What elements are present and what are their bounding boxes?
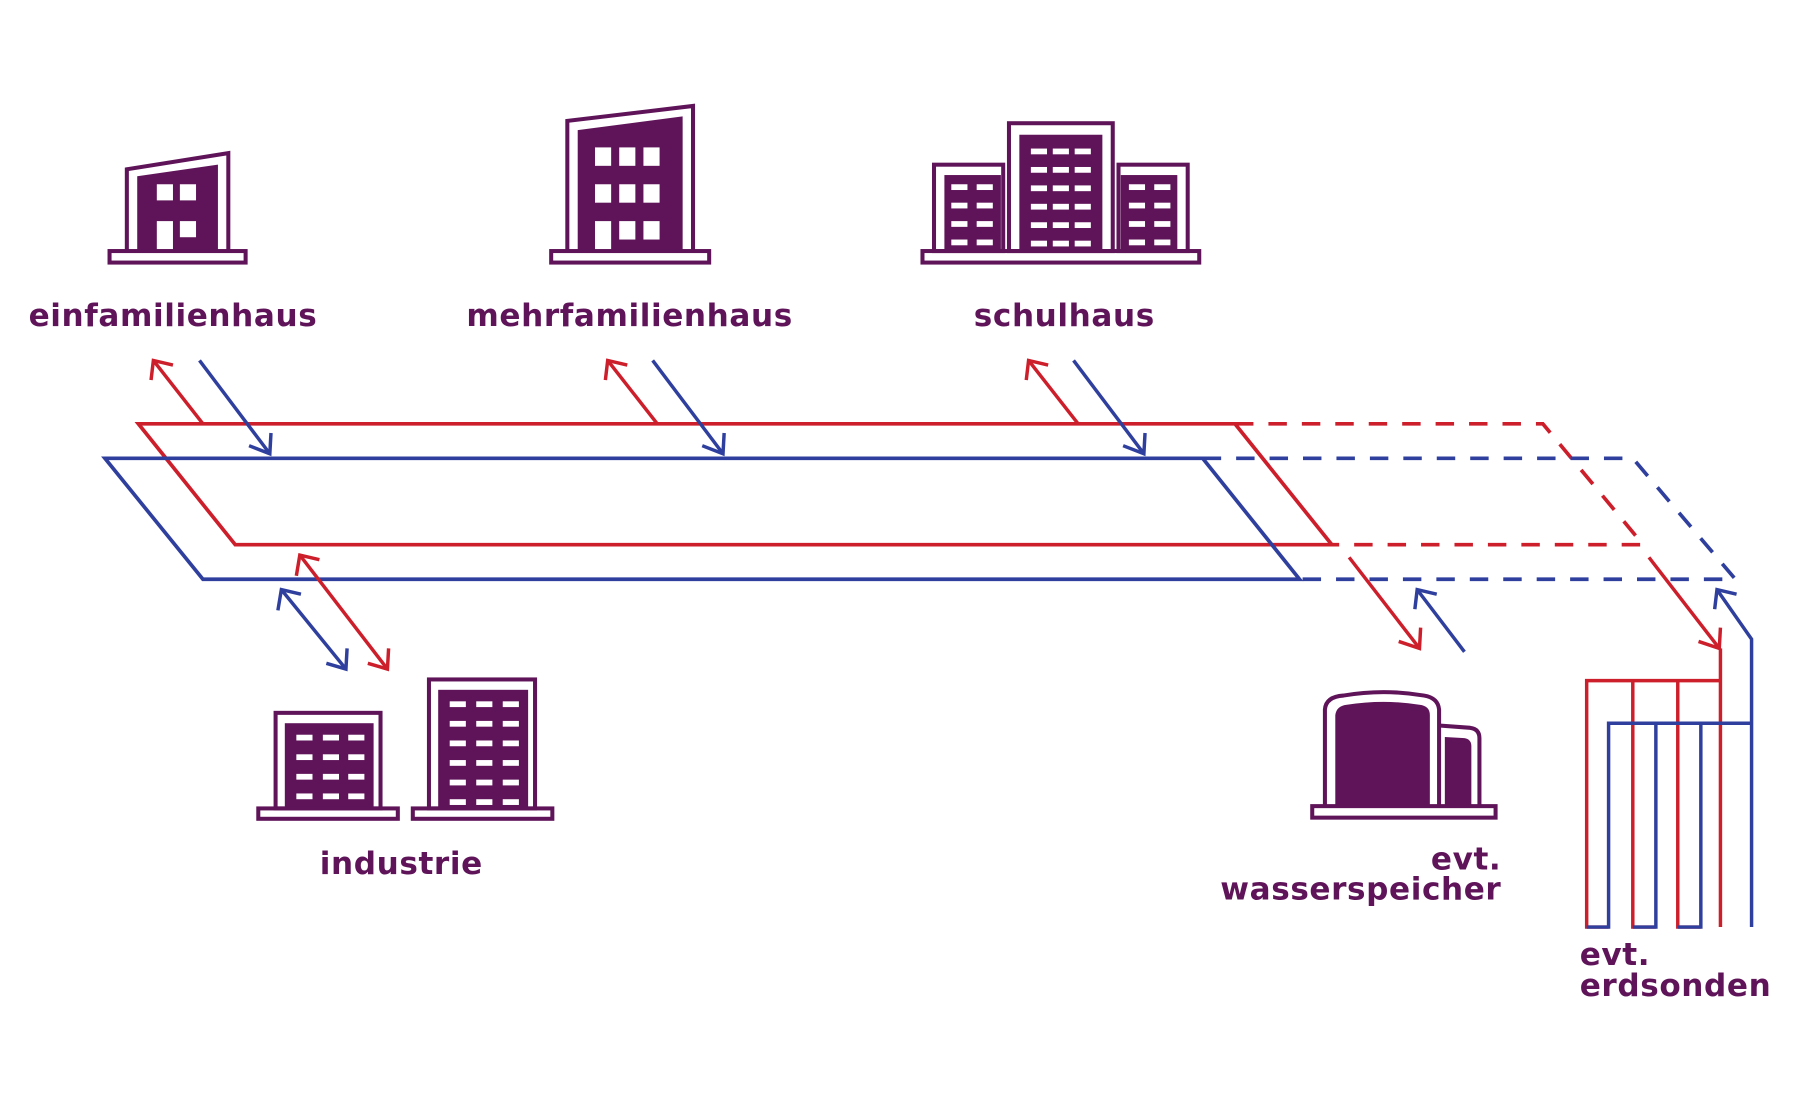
arrow-industrie-cold-bidirectional <box>276 587 349 672</box>
arrow-industrie-warm-bidirectional <box>294 552 391 672</box>
borehole-probes-icon <box>1584 648 1752 929</box>
label-erdsonden-evt: evt. <box>1580 937 1650 973</box>
arrow-erdsonden-cold-out <box>1712 587 1754 928</box>
industry-buildings-icon <box>256 677 555 821</box>
arrow-erdsonden-warm-in <box>1647 556 1723 651</box>
arrow-mehrfamilienhaus-cold-in <box>651 359 726 457</box>
label-wasserspeicher: wasserspeicher <box>1220 871 1501 907</box>
arrow-einfamilienhaus-warm-out <box>149 358 205 425</box>
cold-pipe-extension-dashed <box>1202 456 1740 582</box>
cold-pipe-loop <box>101 456 1304 582</box>
arrow-mehrfamilienhaus-warm-out <box>603 358 659 425</box>
label-einfamilienhaus: einfamilienhaus <box>29 298 318 334</box>
label-erdsonden: erdsonden <box>1580 968 1772 1004</box>
arrow-einfamilienhaus-cold-in <box>198 359 273 457</box>
label-wasserspeicher-evt: evt. <box>1431 841 1501 877</box>
arrow-wasserspeicher-warm-in <box>1347 556 1423 651</box>
pipe-network <box>101 421 1740 582</box>
warm-pipe-extension-dashed <box>1234 421 1648 547</box>
school-buildings-icon <box>920 121 1202 265</box>
flow-arrows <box>149 358 1754 928</box>
school-windows <box>951 148 1171 247</box>
label-mehrfamilienhaus: mehrfamilienhaus <box>466 298 792 334</box>
apartment-building-icon <box>549 103 712 265</box>
label-industrie: industrie <box>320 846 483 882</box>
arrow-schulhaus-cold-in <box>1072 359 1147 457</box>
warm-pipe-loop <box>134 421 1336 547</box>
water-storage-tank-icon <box>1310 690 1498 820</box>
single-family-house-icon <box>107 150 248 265</box>
arrow-wasserspeicher-cold-out <box>1413 587 1466 653</box>
label-schulhaus: schulhaus <box>974 298 1155 334</box>
arrow-schulhaus-warm-out <box>1024 358 1080 425</box>
industry-windows <box>296 701 519 805</box>
